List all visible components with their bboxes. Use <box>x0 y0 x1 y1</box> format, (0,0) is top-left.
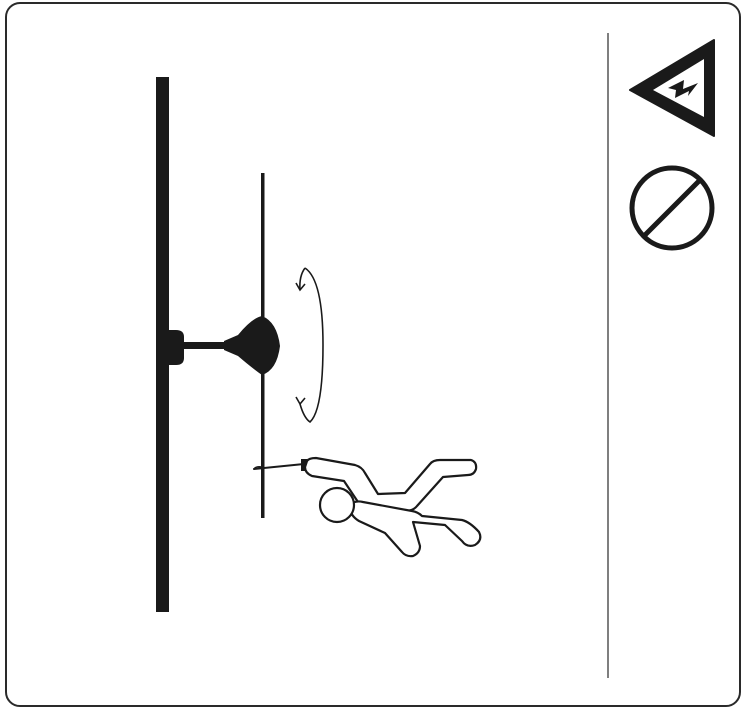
prohibition-icon <box>629 165 715 251</box>
rotation-arrow <box>295 267 324 424</box>
ceiling-fan-mount <box>169 316 280 375</box>
ceiling-wall <box>156 77 169 612</box>
electric-shock-warning-icon <box>629 39 715 137</box>
fan-motor <box>224 316 280 375</box>
person-hanging <box>253 456 482 558</box>
frame-border <box>5 2 741 707</box>
fan-blade-plane <box>261 173 265 518</box>
